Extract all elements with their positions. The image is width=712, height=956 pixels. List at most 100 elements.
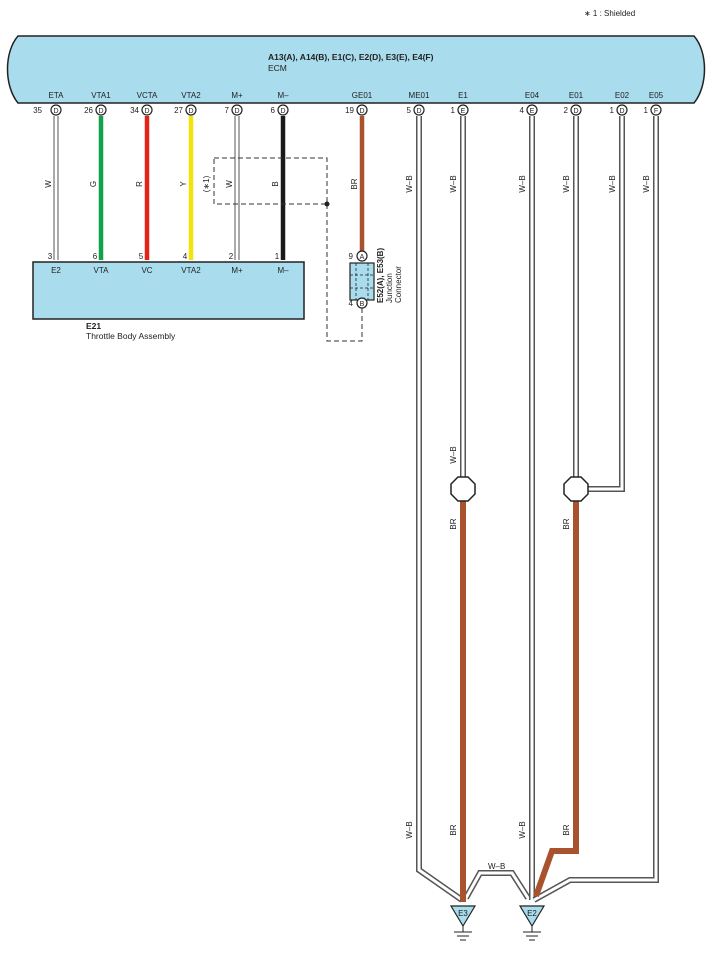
pin-label-e04: E04	[525, 91, 540, 100]
shield-legend: ∗ 1 : Shielded	[584, 9, 635, 18]
shield-dashed-outline	[213, 157, 328, 205]
pin-conn-me01: D	[416, 108, 421, 115]
junction-connector: A 9 B 4 E52(A), E53(B) Junction Connecto…	[349, 248, 403, 309]
pin-conn-e02: D	[619, 108, 624, 115]
label-e01-below: BR	[562, 518, 571, 529]
tb-pin-num-vta2: 4	[183, 252, 188, 261]
shield-junction-dot	[324, 201, 330, 207]
tb-pin-num-vta: 6	[93, 252, 98, 261]
throttle-name: Throttle Body Assembly	[86, 331, 176, 341]
ecm-pins: ETA VTA1 VCTA VTA2 M+ M– GE01 ME01 E1 E0…	[33, 91, 664, 115]
pin-conn-e04: E	[530, 108, 535, 115]
junction-name1: Junction	[385, 273, 394, 303]
color-label-e04: W–B	[518, 175, 527, 192]
ecm-name: ECM	[268, 63, 287, 73]
tb-pin-num-e2: 3	[48, 252, 53, 261]
junction-top-conn: A	[360, 254, 365, 261]
color-label-e1: W–B	[449, 175, 458, 192]
tb-pin-num-mplus: 2	[229, 252, 234, 261]
pin-conn-vta1: D	[98, 108, 103, 115]
ground-e2-label: E2	[527, 909, 537, 918]
splice-e1	[450, 476, 476, 502]
pin-label-e1: E1	[458, 91, 468, 100]
color-label-mminus: B	[271, 181, 280, 186]
color-label-vta1: G	[89, 181, 98, 187]
ecm-pin-circles: D D D D D D D D E E D D F	[50, 104, 662, 116]
pin-conn-vcta: D	[144, 108, 149, 115]
pin-conn-e1: E	[461, 108, 466, 115]
throttle-code: E21	[86, 321, 101, 331]
color-label-mplus: W	[225, 180, 234, 188]
wires	[53, 116, 659, 903]
pin-label-mminus: M–	[277, 91, 289, 100]
pin-label-vcta: VCTA	[137, 91, 158, 100]
pin-num-vta1: 26	[84, 106, 93, 115]
tb-pin-num-mminus: 1	[275, 252, 280, 261]
color-label-vcta: R	[135, 181, 144, 187]
pin-num-vcta: 34	[130, 106, 139, 115]
color-label-eta: W	[44, 180, 53, 188]
pin-label-e01: E01	[569, 91, 584, 100]
tb-pin-num-vc: 5	[139, 252, 144, 261]
junction-name2: Connector	[394, 266, 403, 303]
pin-label-eta: ETA	[49, 91, 65, 100]
pin-label-mplus: M+	[231, 91, 243, 100]
ecm-box	[6, 35, 706, 104]
pin-num-e01: 2	[564, 106, 569, 115]
pin-conn-ge01: D	[359, 108, 364, 115]
tb-pin-label-e2: E2	[51, 266, 61, 275]
wire-e02	[588, 116, 625, 492]
junction-bottom-pin: 4	[349, 299, 354, 308]
junction-code: E52(A), E53(B)	[376, 248, 385, 303]
throttle-pins: 3 6 5 4 2 1 E2 VTA VC VTA2 M+ M–	[48, 252, 289, 275]
tb-pin-label-vta2: VTA2	[181, 266, 201, 275]
tb-pin-label-mplus: M+	[231, 266, 243, 275]
label-e1-below: BR	[449, 518, 458, 529]
pin-label-me01: ME01	[409, 91, 430, 100]
wire-color-labels: W G R Y W B BR W–B W–B W–B W–B W–B W–B (…	[44, 175, 651, 192]
pin-label-e02: E02	[615, 91, 630, 100]
label-e1-bottom: BR	[449, 824, 458, 835]
ground-e2: E2	[518, 905, 546, 941]
tb-pin-label-vc: VC	[141, 266, 152, 275]
pin-num-e05: 1	[644, 106, 649, 115]
label-e04-bottom: W–B	[518, 821, 527, 838]
pin-num-eta: 35	[33, 106, 42, 115]
ecm-connectors-label: A13(A), A14(B), E1(C), E2(D), E3(E), E4(…	[268, 52, 434, 62]
throttle-body-box	[32, 261, 305, 320]
color-label-e01: W–B	[562, 175, 571, 192]
pin-num-me01: 5	[407, 106, 412, 115]
junction-body	[349, 262, 375, 301]
splice-e01	[563, 476, 589, 502]
pin-num-mminus: 6	[271, 106, 276, 115]
label-between-bottom: W–B	[488, 862, 505, 871]
pin-conn-eta: D	[53, 108, 58, 115]
pin-label-e05: E05	[649, 91, 664, 100]
wire-e01-br	[533, 500, 579, 898]
pin-num-ge01: 19	[345, 106, 354, 115]
pin-conn-vta2: D	[188, 108, 193, 115]
wire-e05	[532, 116, 659, 903]
pin-num-e1: 1	[451, 106, 456, 115]
pin-label-vta2: VTA2	[181, 91, 201, 100]
junction-top-pin: 9	[349, 252, 354, 261]
color-label-e05: W–B	[642, 175, 651, 192]
label-e1-above: W–B	[449, 446, 458, 463]
color-label-me01: W–B	[405, 175, 414, 192]
label-e01-bottom: BR	[562, 824, 571, 835]
color-label-vta2: Y	[179, 181, 188, 187]
pin-conn-e05: F	[654, 108, 658, 115]
pin-conn-mplus: D	[234, 108, 239, 115]
ground-e3-label: E3	[458, 909, 468, 918]
pin-conn-e01: D	[573, 108, 578, 115]
color-label-ge01: BR	[350, 178, 359, 189]
tb-pin-label-mminus: M–	[277, 266, 289, 275]
shield-drain-dashed	[326, 204, 363, 342]
pin-num-e02: 1	[610, 106, 615, 115]
pin-label-vta1: VTA1	[91, 91, 111, 100]
label-me01-bottom: W–B	[405, 821, 414, 838]
tb-pin-label-vta: VTA	[94, 266, 110, 275]
ground-e3: E3	[449, 905, 477, 941]
color-label-e02: W–B	[608, 175, 617, 192]
